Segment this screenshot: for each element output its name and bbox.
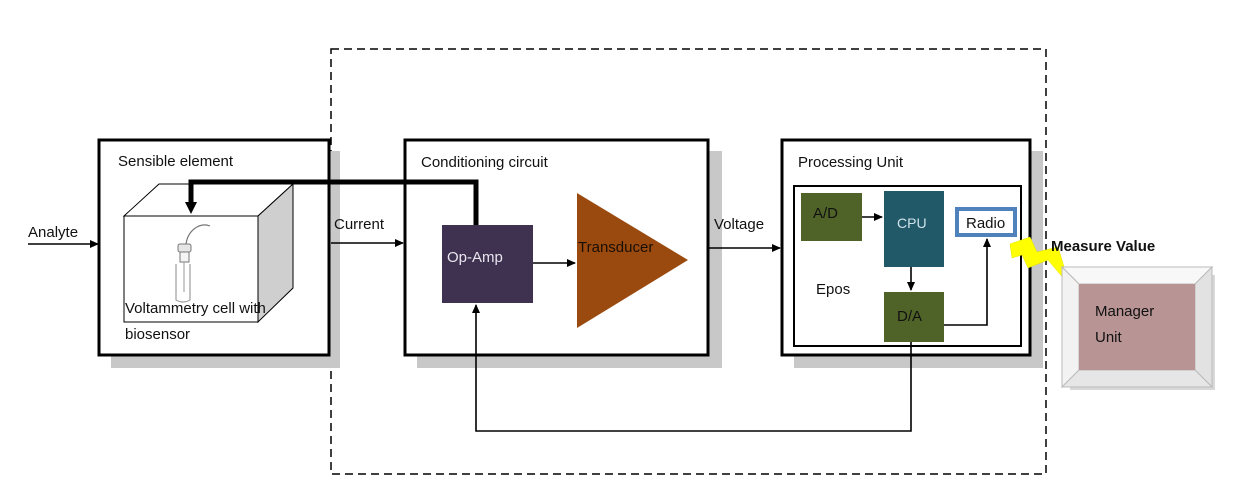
transducer-label: Transducer: [578, 239, 653, 256]
da-to-radio-arrow: [944, 238, 991, 326]
measure-value-label: Measure Value: [1051, 238, 1155, 255]
processing-unit-title: Processing Unit: [798, 154, 904, 171]
current-label: Current: [334, 216, 385, 233]
wireless-lightning-icon: [1009, 236, 1071, 287]
da-label: D/A: [897, 308, 922, 325]
manager-unit-frame: [1060, 265, 1215, 390]
voltage-label: Voltage: [714, 216, 764, 233]
manager-unit-line1: Manager: [1095, 303, 1154, 320]
ad-converter-block: [801, 193, 862, 241]
sensible-element-title: Sensible element: [118, 153, 234, 170]
ad-label: A/D: [813, 205, 838, 222]
op-amp-block: [442, 225, 533, 303]
da-converter-block: [884, 292, 944, 342]
transducer-triangle: [577, 193, 688, 328]
electrochemical-cell-icon: [175, 224, 211, 303]
voltammetry-cell-cube: [122, 182, 295, 324]
op-amp-label: Op-Amp: [447, 249, 503, 266]
cell-label-line1: Voltammetry cell with: [125, 300, 266, 317]
reference-electrode-line: [188, 179, 479, 226]
conditioning-circuit-title: Conditioning circuit: [421, 154, 549, 171]
radio-label: Radio: [966, 215, 1005, 232]
feedback-loop-arrow: [472, 304, 912, 432]
cpu-block: [884, 191, 944, 267]
analyte-label: Analyte: [28, 224, 78, 241]
reference-electrode-arrowhead: [185, 202, 197, 214]
cpu-label: CPU: [897, 215, 927, 231]
cell-label-line2: biosensor: [125, 326, 190, 343]
manager-unit-line2: Unit: [1095, 329, 1123, 346]
epos-label: Epos: [816, 281, 850, 298]
manager-unit-block: [1079, 284, 1195, 370]
radio-block: [955, 207, 1017, 237]
